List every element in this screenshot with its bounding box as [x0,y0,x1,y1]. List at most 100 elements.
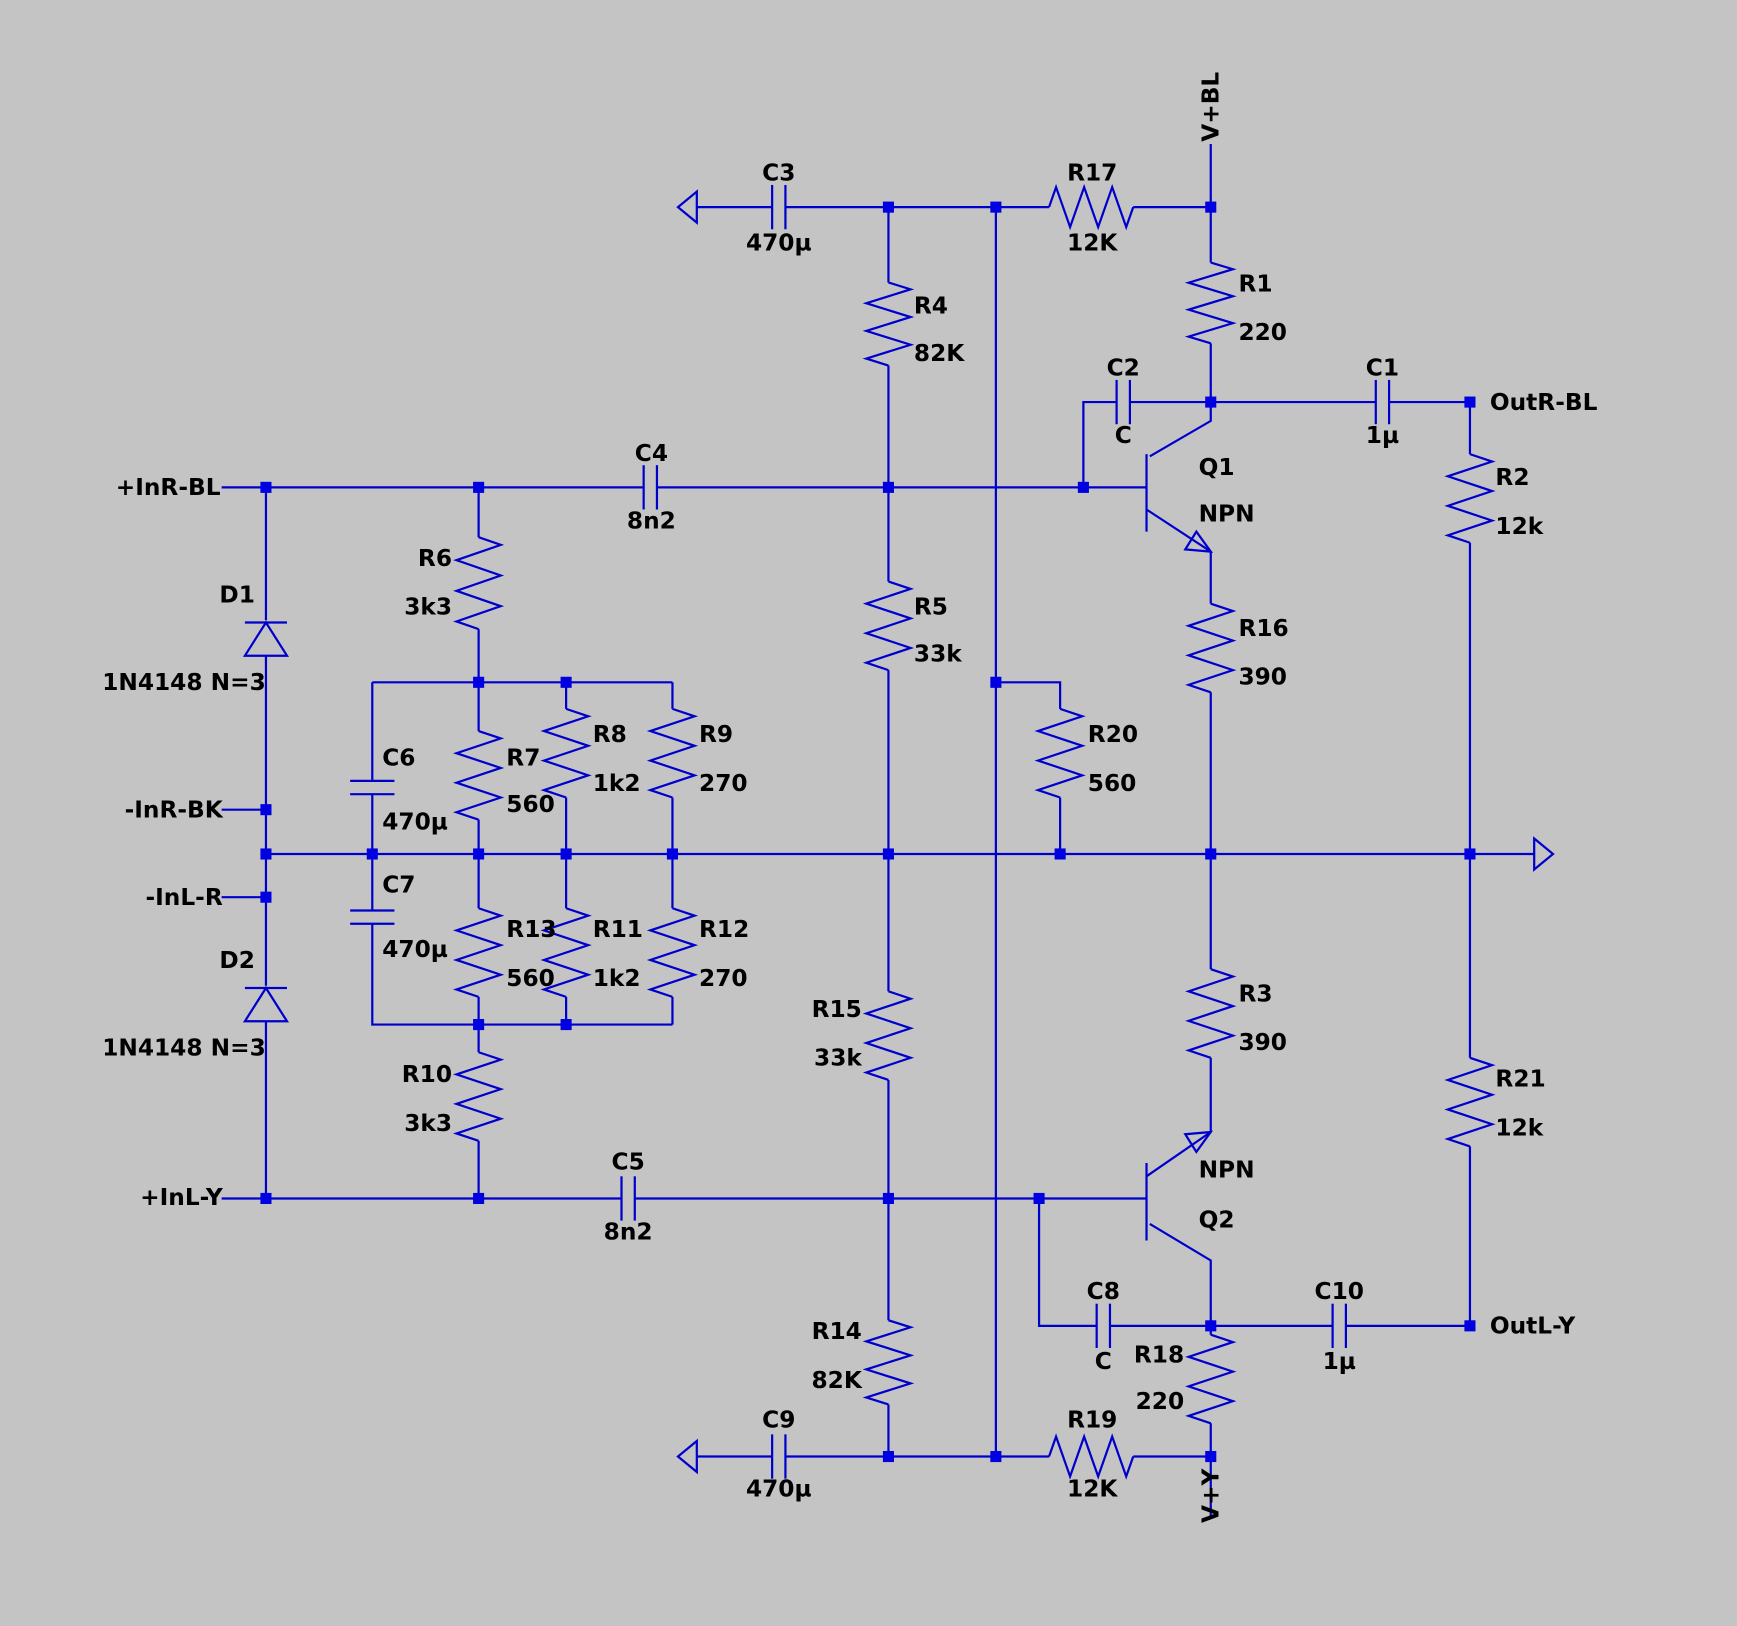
net-label-v-plus-y: V+Y [1198,1468,1225,1523]
r16-name: R16 [1238,615,1288,642]
d2-diode-body [242,985,290,1023]
wire-segment [371,923,673,1026]
net-label-v-plus-bl: V+BL [1198,72,1225,142]
junction-dot [882,481,894,493]
c6-name: C6 [382,744,415,771]
net-label-out-l-y: OutL-Y [1490,1313,1576,1340]
r10-value: 3k3 [404,1110,452,1137]
r16-value: 390 [1238,664,1287,691]
r18-value: 220 [1136,1388,1185,1415]
r15-resistor [862,990,915,1081]
q2-transistor-emitter [1145,1131,1212,1178]
r5-value: 33k [914,640,962,667]
net-label-in-l-r: -InL-R [146,884,223,911]
ground-arrow-bottom [676,1438,698,1475]
r21-value: 12k [1495,1114,1543,1141]
d1-value: 1N4148 N=3 [102,669,266,696]
r17-name: R17 [1067,160,1117,187]
r20-resistor [1034,707,1086,799]
q1-transistor-emitter [1145,508,1212,553]
r21-name: R21 [1495,1066,1545,1093]
junction-dot [366,848,378,860]
r3-name: R3 [1238,980,1272,1007]
q1-name: Q1 [1199,454,1235,481]
r1-resistor [1184,261,1237,345]
c5-value: 8n2 [604,1218,653,1245]
c8-value: C [1095,1348,1112,1375]
r15-value: 33k [814,1045,862,1072]
junction-dot [990,1450,1002,1463]
r9-resistor [646,707,699,799]
r14-name: R14 [812,1318,862,1345]
junction-dot [1054,848,1066,860]
r9-value: 270 [699,770,748,797]
r2-value: 12k [1495,513,1543,540]
junction-dot [1464,848,1476,860]
junction-dot [260,804,272,816]
junction-dot [260,891,272,903]
junction-dot [882,1450,894,1463]
wire-segment [1149,1222,1212,1326]
r16-resistor [1185,602,1237,694]
c1-name: C1 [1366,354,1399,381]
junction-dot [1077,481,1089,493]
junction-dot [882,1192,894,1204]
c4-name: C4 [635,440,668,467]
junction-dot [882,848,894,860]
junction-dot [473,1192,485,1204]
r4-resistor [862,281,915,367]
r19-resistor [1047,1433,1135,1480]
c2-value: C [1115,422,1132,449]
r1-name: R1 [1238,270,1272,297]
r12-name: R12 [699,916,749,943]
junction-dot [1205,1320,1217,1332]
junction-dot [1033,1192,1045,1204]
r11-name: R11 [593,916,643,943]
q2-transistor-arrow [1183,1130,1214,1154]
wire-segment [1037,1198,1097,1327]
r6-resistor [453,536,505,631]
d1-diode-body [242,620,290,657]
r11-resistor [540,907,592,998]
r20-value: 560 [1088,770,1137,797]
d2-name: D2 [219,947,254,974]
junction-dot [990,676,1002,688]
c4-value: 8n2 [627,507,676,534]
q2-name: Q2 [1199,1206,1235,1233]
c10-name: C10 [1315,1278,1364,1305]
r1-value: 220 [1238,319,1287,346]
junction-dot [882,201,894,213]
r6-value: 3k3 [404,594,452,621]
junction-dot [260,481,272,493]
junctions [260,201,1476,1463]
junction-dot [1205,201,1217,213]
r3-resistor [1185,968,1237,1059]
r19-name: R19 [1067,1407,1117,1434]
labels: +InR-BL -InR-BK -InL-R +InL-Y OutR-BL Ou… [102,72,1597,1523]
r8-name: R8 [593,721,627,748]
c3-value: 470µ [746,229,812,256]
r17-resistor [1047,183,1135,231]
ground-arrow-right [1533,836,1555,872]
components [242,183,1555,1480]
r7-value: 560 [506,791,555,818]
net-label-in-r-bk: -InR-BK [125,796,224,823]
r4-value: 82K [914,340,965,367]
net-label-in-r-bl: +InR-BL [116,474,221,501]
r20-name: R20 [1088,721,1138,748]
junction-dot [473,848,485,860]
q1-transistor-arrow [1183,529,1214,553]
junction-dot [560,1019,572,1031]
junction-dot [666,848,678,860]
r7-resistor [452,729,505,821]
r17-value: 12K [1067,229,1118,256]
junction-dot [1464,396,1476,408]
r10-name: R10 [402,1061,452,1088]
c10-value: 1µ [1323,1348,1356,1375]
r14-resistor [862,1319,915,1406]
r13-value: 560 [506,965,555,992]
r14-value: 82K [811,1367,862,1394]
wire-segment [1082,400,1117,488]
r21-resistor [1444,1056,1496,1148]
